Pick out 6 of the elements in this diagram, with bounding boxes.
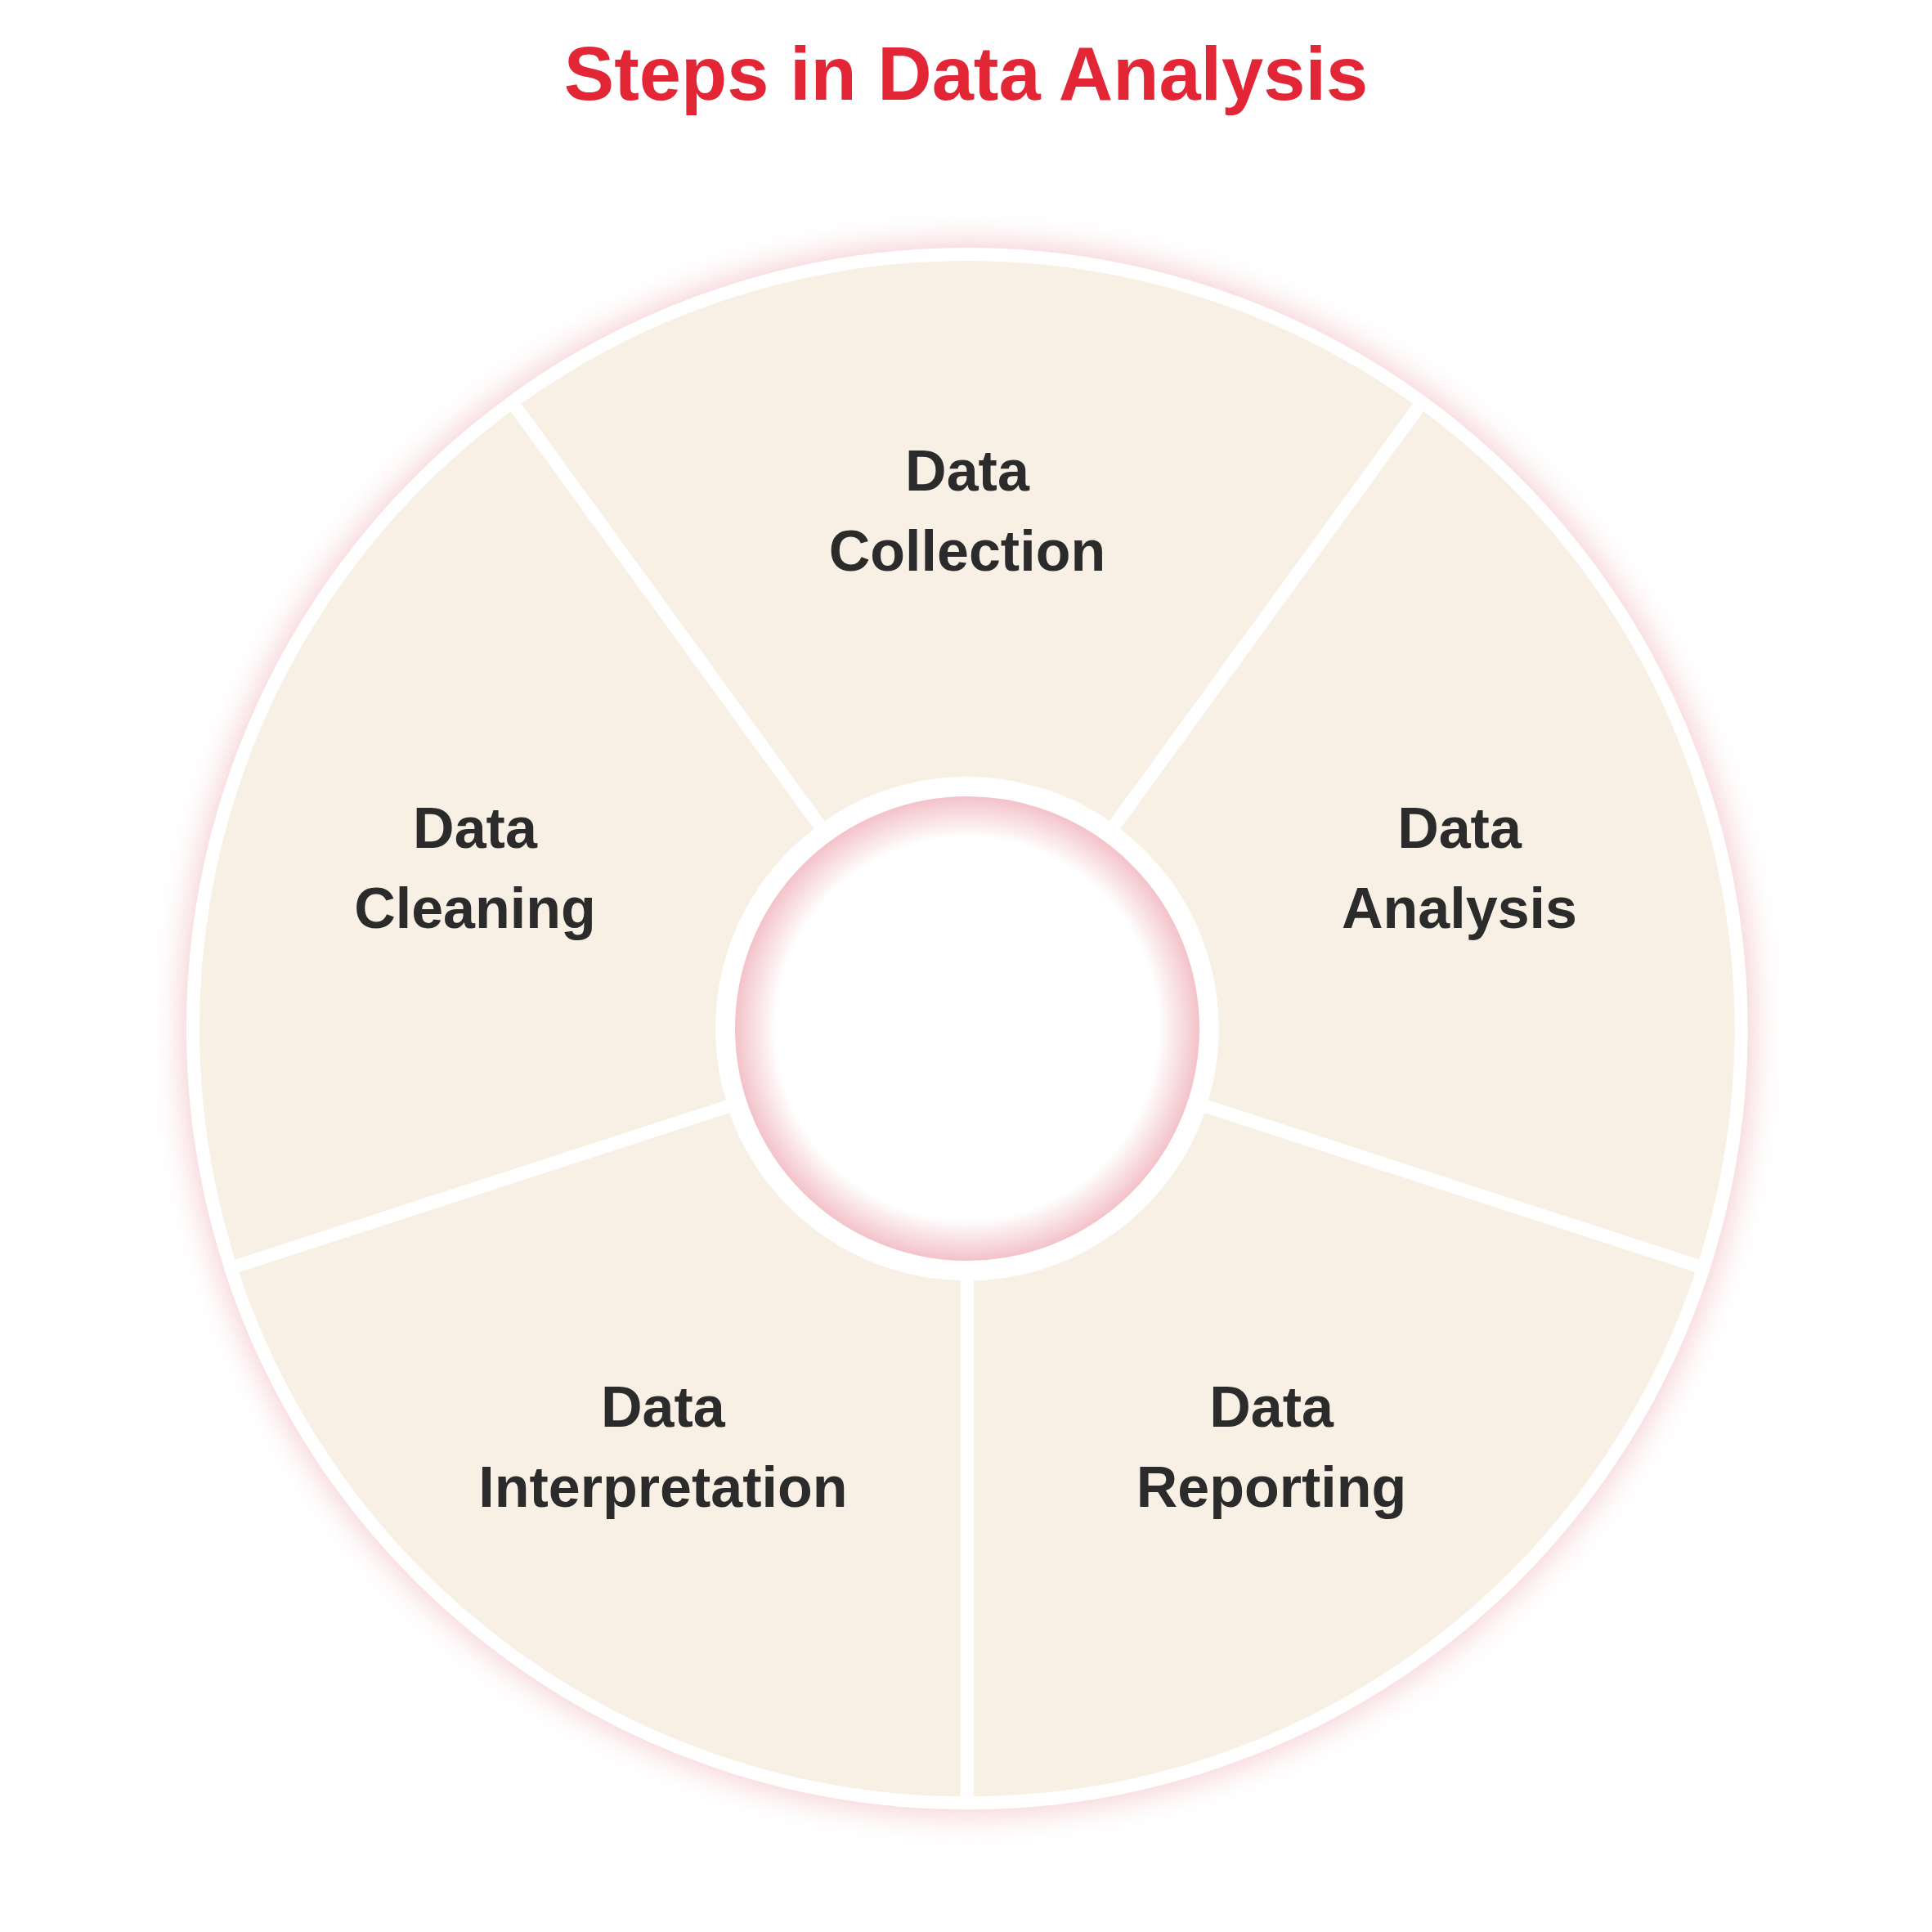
segment-label: Data Interpretation — [478, 1374, 848, 1522]
title: Steps in Data Analysis — [563, 33, 1369, 116]
segment-label: Data Cleaning — [354, 796, 596, 943]
segment-label: Data Collection — [828, 438, 1106, 585]
segment-label: Data Analysis — [1342, 796, 1577, 943]
segment-label: Data Reporting — [1136, 1374, 1407, 1522]
